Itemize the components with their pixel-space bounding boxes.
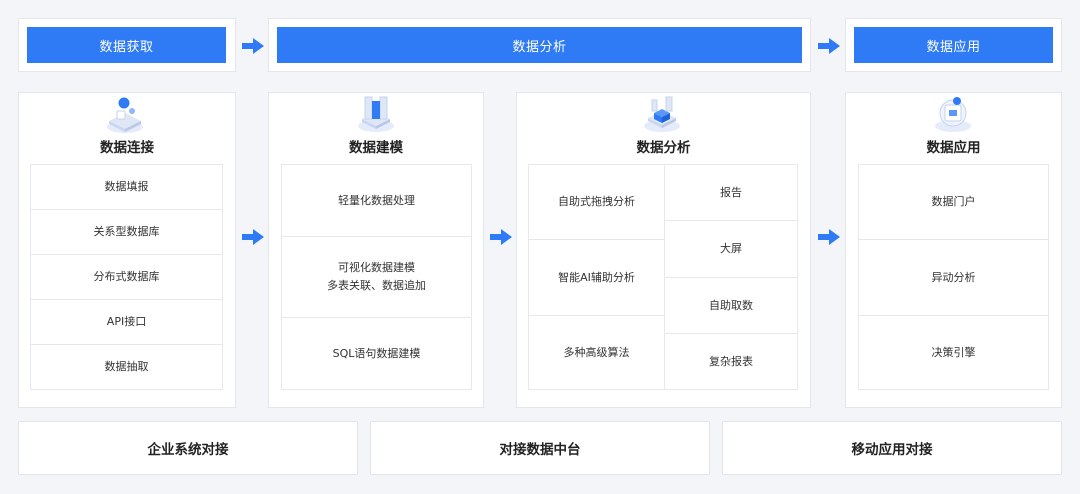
list-item-model: 可视化数据建模 多表关联、数据追加 [281, 236, 472, 318]
integration-enterprise-system: 企业系统对接 [18, 421, 358, 475]
arrow-right-icon [242, 38, 264, 54]
arrow-right-icon [490, 229, 512, 245]
column-title-apply: 数据应用 [926, 140, 981, 156]
column-title-connect: 数据连接 [100, 140, 154, 156]
list-item-model: SQL语句数据建模 [281, 317, 472, 390]
list-item-connect: 数据填报 [30, 164, 223, 210]
list-item-analysis-output: 报告 [664, 164, 798, 221]
stage-apply-bar: 数据应用 [854, 27, 1053, 63]
list-item-analysis-output: 自助取数 [664, 277, 798, 334]
list-item-analysis-method: 多种高级算法 [528, 315, 665, 390]
list-item-apply: 数据门户 [858, 164, 1049, 240]
column-title-model: 数据建模 [349, 140, 403, 156]
arrow-right-icon [242, 229, 264, 245]
list-item-analysis-output: 复杂报表 [664, 333, 798, 390]
arrow-right-icon [818, 38, 840, 54]
analysis-cube-icon [644, 96, 680, 132]
stage-analyze-bar: 数据分析 [277, 27, 802, 63]
stage-acquire-bar: 数据获取 [27, 27, 226, 63]
integration-data-middle-platform: 对接数据中台 [370, 421, 710, 475]
list-item-apply: 决策引擎 [858, 315, 1049, 390]
integration-mobile-app: 移动应用对接 [722, 421, 1062, 475]
model-cube-icon [358, 96, 394, 132]
list-item-connect: API接口 [30, 299, 223, 345]
arrow-right-icon [818, 229, 840, 245]
list-item-model: 轻量化数据处理 [281, 164, 472, 237]
list-item-apply: 异动分析 [858, 239, 1049, 316]
list-item-connect: 分布式数据库 [30, 254, 223, 300]
list-item-connect: 数据抽取 [30, 344, 223, 390]
column-title-analysis: 数据分析 [636, 140, 691, 156]
list-item-analysis-method: 自助式拖拽分析 [528, 164, 665, 240]
database-cube-icon [107, 97, 143, 133]
application-cube-icon [935, 97, 971, 132]
list-item-analysis-method: 智能AI辅助分析 [528, 239, 665, 316]
list-item-connect: 关系型数据库 [30, 209, 223, 255]
list-item-analysis-output: 大屏 [664, 220, 798, 278]
